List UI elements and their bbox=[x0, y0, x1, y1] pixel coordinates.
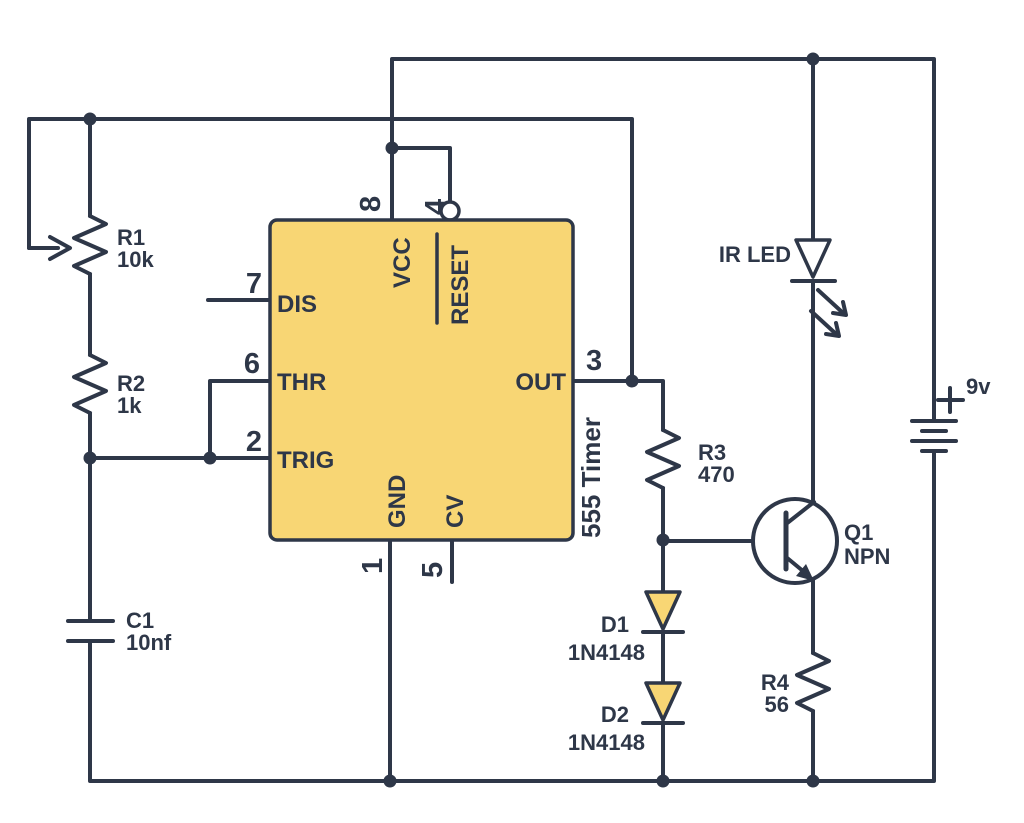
label-q1-name: Q1 bbox=[844, 520, 873, 545]
junction-dot bbox=[83, 112, 97, 126]
battery-plus-icon bbox=[936, 386, 965, 414]
label-r3-name: R3 bbox=[698, 440, 726, 465]
pin-label-vcc: VCC bbox=[389, 237, 416, 288]
pin-label-thr: THR bbox=[277, 369, 326, 396]
pin-label-cv: CV bbox=[442, 495, 469, 528]
pin-number-4: 4 bbox=[420, 199, 452, 215]
label-d1-value: 1N4148 bbox=[568, 640, 645, 665]
pin-number-8: 8 bbox=[355, 196, 387, 212]
pin-number-1: 1 bbox=[357, 558, 389, 574]
label-d2-value: 1N4148 bbox=[568, 730, 645, 755]
label-r2-value: 1k bbox=[117, 393, 142, 418]
wire-reset-branch bbox=[390, 146, 452, 204]
label-r1-value: 10k bbox=[117, 247, 154, 272]
transistor-q1-emitter-arrow-icon bbox=[796, 564, 814, 581]
label-d1-name: D1 bbox=[601, 612, 629, 637]
wire-ground-rail bbox=[88, 449, 936, 783]
pin-number-6: 6 bbox=[244, 348, 260, 380]
label-q1-value: NPN bbox=[844, 544, 890, 569]
junction-dot bbox=[385, 141, 399, 155]
junction-dot bbox=[806, 774, 820, 788]
pin-number-5: 5 bbox=[417, 562, 449, 578]
ir-emission-arrow-2-icon bbox=[809, 309, 841, 338]
junction-dot bbox=[203, 451, 217, 465]
ir-emission-arrow-1-icon bbox=[816, 288, 848, 317]
wire-out bbox=[571, 379, 665, 432]
label-r2-name: R2 bbox=[117, 371, 145, 396]
wire-feedback-rail bbox=[27, 117, 634, 383]
transistor-q1-collector bbox=[784, 500, 816, 526]
junction-dot bbox=[656, 774, 670, 788]
resistor-r1-symbol bbox=[72, 214, 108, 276]
resistor-r3-symbol bbox=[645, 428, 681, 490]
resistor-r2-symbol bbox=[72, 353, 108, 415]
label-r4-name: R4 bbox=[761, 670, 790, 695]
pin-number-2: 2 bbox=[246, 426, 262, 458]
junction-dot bbox=[83, 451, 97, 465]
junction-dot bbox=[806, 52, 820, 66]
pin-number-7: 7 bbox=[246, 268, 262, 300]
pin-label-reset: RESET bbox=[447, 245, 474, 325]
label-ir-led: IR LED bbox=[719, 242, 791, 267]
junction-dot bbox=[383, 774, 397, 788]
pin-label-out: OUT bbox=[515, 369, 566, 396]
pot-wiper-arrow-icon bbox=[48, 235, 72, 261]
transistor-q1-symbol bbox=[751, 497, 839, 585]
junction-dot bbox=[656, 533, 670, 547]
junction-dot bbox=[625, 374, 639, 388]
resistor-r4-symbol bbox=[795, 651, 831, 713]
label-d2-name: D2 bbox=[601, 702, 629, 727]
diode-d1-symbol bbox=[644, 590, 682, 631]
label-c1-name: C1 bbox=[126, 608, 154, 633]
diode-d2-symbol bbox=[644, 681, 682, 722]
wire-thr bbox=[208, 379, 272, 460]
label-r1-name: R1 bbox=[117, 225, 145, 250]
chip-body bbox=[268, 218, 575, 542]
label-r3-value: 470 bbox=[698, 462, 735, 487]
pin-label-trig: TRIG bbox=[277, 447, 334, 474]
ir-led-symbol bbox=[794, 238, 832, 279]
label-battery-voltage: 9v bbox=[966, 374, 991, 399]
label-r4-value: 56 bbox=[765, 692, 789, 717]
wire-vcc-top-rail bbox=[390, 57, 936, 423]
label-c1-value: 10nf bbox=[126, 630, 172, 655]
pin-number-3: 3 bbox=[586, 345, 602, 377]
pin-label-dis: DIS bbox=[277, 291, 317, 318]
pin-label-gnd: GND bbox=[384, 475, 411, 528]
chip-name-label: 555 Timer bbox=[576, 417, 606, 538]
